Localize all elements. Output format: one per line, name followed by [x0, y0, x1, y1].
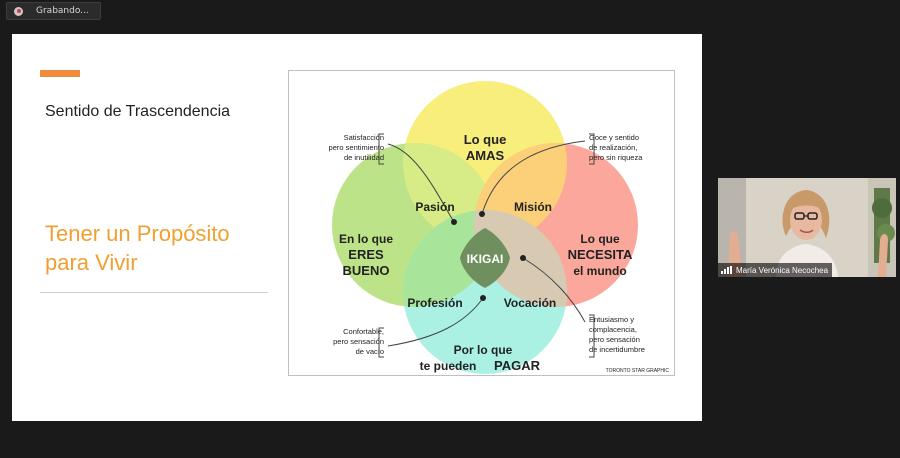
ikigai-center-label: IKIGAI [467, 252, 504, 266]
note-top-left-2: pero sentimiento [329, 143, 384, 152]
bottom-circle-line1: Por lo que [454, 343, 513, 357]
left-circle-line2: ERES [348, 247, 384, 262]
overlap-vocation: Vocación [504, 296, 556, 310]
note-top-right-3: pero sin riqueza [589, 153, 643, 162]
accent-bar [40, 70, 80, 77]
top-circle-line2: AMAS [466, 148, 505, 163]
overlap-profession: Profesión [407, 296, 462, 310]
note-bottom-right-3: pero sensación [589, 335, 640, 344]
signal-strength-icon [721, 266, 732, 274]
note-top-right-2: de realización, [589, 143, 637, 152]
note-bottom-left-2: pero sensación [333, 337, 384, 346]
overlap-mission: Misión [514, 200, 552, 214]
note-top-left-3: de inutilidad [344, 153, 384, 162]
ikigai-diagram: Lo que AMAS En lo que ERES BUENO Lo que … [288, 70, 675, 376]
diagram-credit: TORONTO STAR GRAPHIC [606, 368, 670, 374]
note-bottom-left-3: de vacío [356, 347, 384, 356]
overlap-passion: Pasión [415, 200, 454, 214]
right-circle-line1: Lo que [580, 232, 620, 246]
note-bottom-right-4: de incertidumbre [589, 345, 645, 354]
record-icon [14, 6, 23, 16]
slide-heading: Sentido de Trascendencia [45, 103, 231, 120]
note-bottom-right-1: Entusiasmo y [589, 315, 634, 324]
recording-label: Grabando... [36, 6, 89, 16]
top-circle-line1: Lo que [464, 132, 507, 147]
note-bottom-right-2: complacencia, [589, 325, 637, 334]
right-circle-line3: el mundo [573, 264, 626, 278]
note-top-left-1: Satisfacción [344, 133, 384, 142]
note-top-right-1: Goce y sentido [589, 133, 639, 142]
ikigai-venn: Lo que AMAS En lo que ERES BUENO Lo que … [288, 70, 675, 376]
shared-slide: Sentido de Trascendencia Tener un Propós… [12, 34, 702, 421]
slide-divider [40, 292, 268, 293]
right-circle-line2: NECESITA [568, 247, 633, 262]
left-circle-line3: BUENO [343, 263, 390, 278]
bottom-circle-line3: PAGAR [494, 358, 541, 373]
participant-name: María Verónica Necochea [736, 265, 829, 275]
ikigai-center-area [460, 228, 510, 288]
recording-indicator[interactable]: Grabando... [6, 2, 101, 20]
note-bottom-left-1: Confortable, [343, 327, 384, 336]
participant-name-tag: María Verónica Necochea [718, 263, 833, 277]
slide-subheading: Tener un Propósito para Vivir [45, 221, 230, 275]
left-circle-line1: En lo que [339, 232, 393, 246]
participant-video[interactable]: María Verónica Necochea [718, 178, 896, 277]
bottom-circle-line2: te pueden [420, 359, 477, 373]
